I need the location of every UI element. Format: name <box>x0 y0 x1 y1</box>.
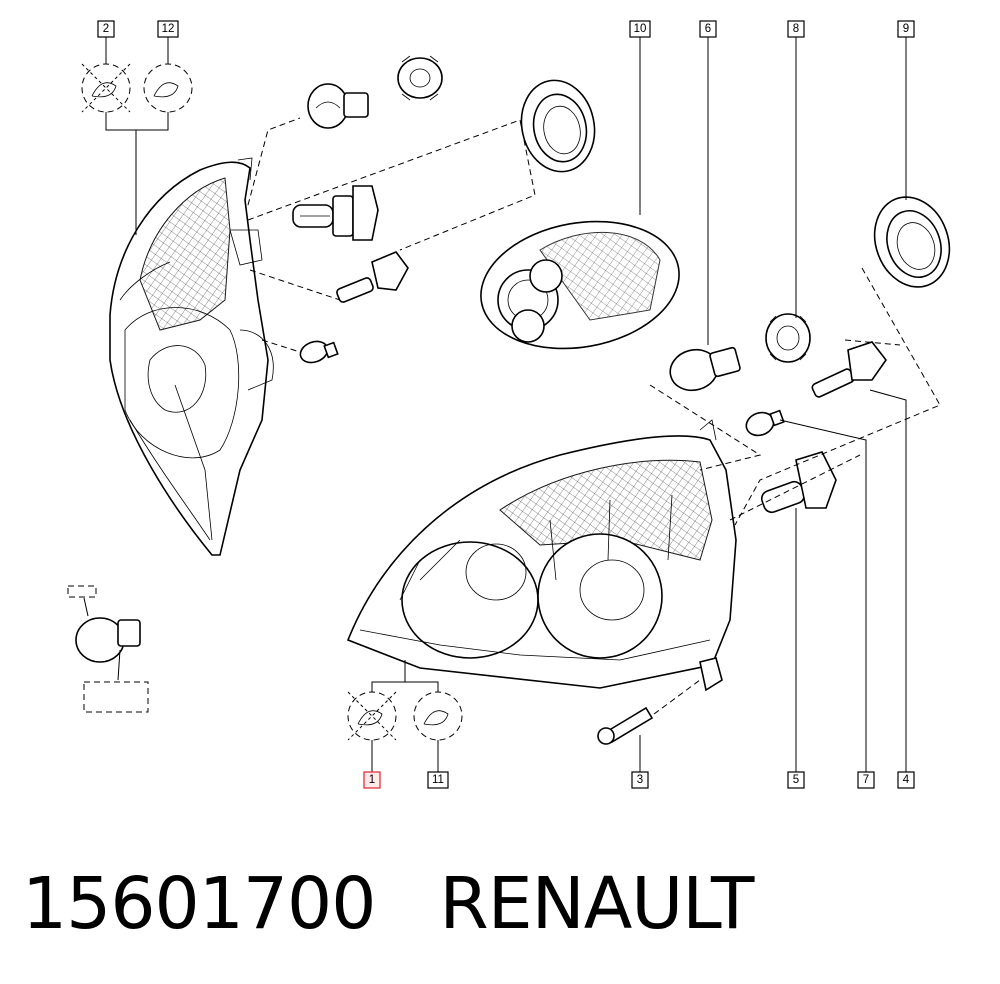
callout-5-label: 5 <box>793 774 799 786</box>
exploded-headlamp-diagram: 2 12 10 6 8 9 1 11 3 5 7 4 <box>67 20 951 789</box>
callout-4-label: 4 <box>903 774 910 786</box>
callout-6-label: 6 <box>705 23 711 35</box>
caption: 15601700 RENAULT <box>22 858 754 948</box>
detail-bulb <box>67 585 149 713</box>
part-number: 15601700 <box>22 861 376 945</box>
callout-10[interactable]: 10 <box>629 20 651 38</box>
callout-7-label: 7 <box>863 774 869 786</box>
headlamp-front-view <box>346 419 737 692</box>
bulb-icon-1 <box>347 691 397 741</box>
bulb-p21w-right <box>669 346 741 392</box>
callout-8[interactable]: 8 <box>787 20 805 38</box>
bulb-icon-11 <box>413 691 463 741</box>
projector-module <box>480 220 680 350</box>
bulb-icon-2 <box>81 63 131 113</box>
callout-9-label: 9 <box>903 23 909 35</box>
callout-12[interactable]: 12 <box>157 20 179 38</box>
callout-3[interactable]: 3 <box>631 771 649 789</box>
callout-12-label: 12 <box>162 23 175 35</box>
rubber-cap-right <box>873 196 951 288</box>
bulb-h1-right <box>811 341 887 398</box>
callout-9[interactable]: 9 <box>897 20 915 38</box>
screw <box>597 706 654 745</box>
callout-2[interactable]: 2 <box>97 20 115 38</box>
callout-11-label: 11 <box>432 774 444 786</box>
bulb-holder <box>397 55 443 101</box>
bulb-w5w <box>299 340 339 364</box>
callout-1-label: 1 <box>369 774 375 786</box>
headlamp-rear-view <box>109 157 274 556</box>
callout-11[interactable]: 11 <box>427 771 449 789</box>
callout-1[interactable]: 1 <box>363 771 381 789</box>
bulb-h1 <box>336 251 409 303</box>
callout-5[interactable]: 5 <box>787 771 805 789</box>
rubber-cap-left <box>520 79 596 173</box>
bulb-socket-8 <box>765 313 811 363</box>
bulb-h7 <box>292 185 379 241</box>
bulb-icon-12 <box>143 63 193 113</box>
brand-name: RENAULT <box>439 861 754 945</box>
callout-8-label: 8 <box>793 23 799 35</box>
bulb-h7-right <box>760 451 837 514</box>
callout-7[interactable]: 7 <box>857 771 875 789</box>
callout-10-label: 10 <box>634 23 647 35</box>
callout-6[interactable]: 6 <box>699 20 717 38</box>
callout-4[interactable]: 4 <box>897 771 915 789</box>
bulb-p21w <box>307 83 369 129</box>
callout-2-label: 2 <box>103 23 109 35</box>
bulb-w5w-right <box>745 409 785 437</box>
callout-3-label: 3 <box>637 774 643 786</box>
leader-lines <box>105 37 941 772</box>
